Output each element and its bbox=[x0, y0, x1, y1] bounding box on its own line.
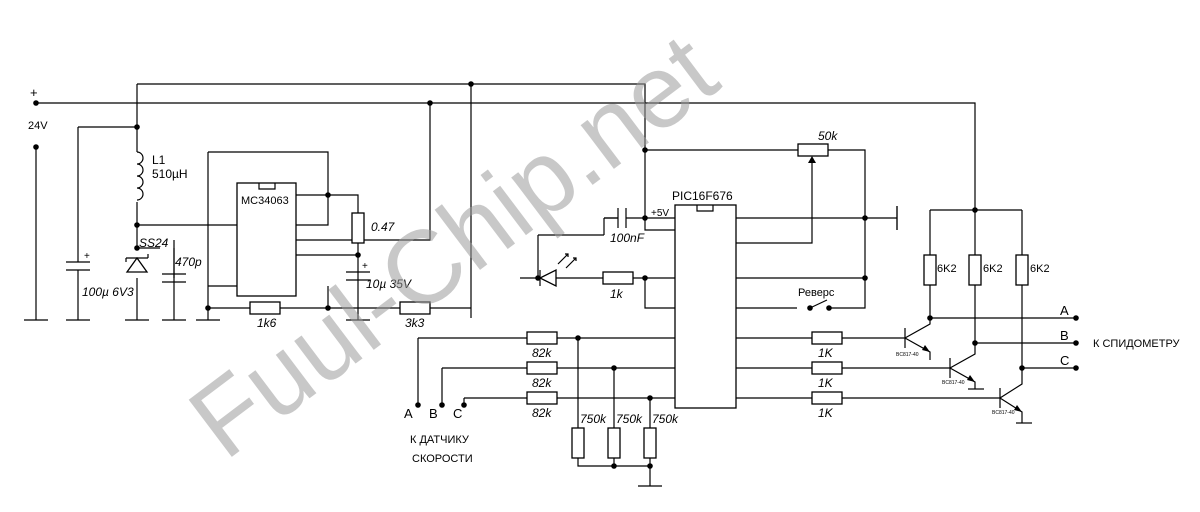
resistor-0-47 bbox=[351, 212, 365, 244]
input-caption-line2: СКОРОСТИ bbox=[412, 453, 473, 465]
r-pd-a-label: 750k bbox=[580, 412, 607, 426]
r-fb1-label: 1k6 bbox=[257, 316, 277, 330]
cap-in-plus: + bbox=[84, 251, 90, 262]
input-a-label: A bbox=[404, 406, 413, 421]
r-pd-b-label: 750k bbox=[616, 412, 643, 426]
transistor-c-label: BC817-40 bbox=[992, 410, 1015, 416]
regulator-name: MC34063 bbox=[241, 195, 289, 207]
resistor-3k3 bbox=[399, 301, 431, 315]
r-in-b-label: 82k bbox=[532, 376, 552, 390]
capacitor-470p bbox=[162, 273, 186, 283]
pulldown-resistors bbox=[571, 427, 657, 459]
input-b-label: B bbox=[429, 406, 438, 421]
r-fb2-label: 3k3 bbox=[405, 316, 425, 330]
input-resistors bbox=[526, 331, 558, 405]
led bbox=[538, 253, 577, 288]
r-pd-c-label: 750k bbox=[652, 412, 679, 426]
pullup-resistors bbox=[923, 254, 1029, 286]
cap-out-plus: + bbox=[362, 261, 368, 272]
reverse-switch bbox=[809, 299, 828, 309]
cap-in-label: 100µ 6V3 bbox=[82, 285, 134, 299]
inductor-value: 510µH bbox=[152, 167, 188, 181]
plus-sign: + bbox=[30, 85, 38, 100]
transistor-a-label: BC817-40 bbox=[896, 352, 919, 358]
potentiometer-50k bbox=[797, 143, 829, 163]
capacitor-100u bbox=[66, 261, 90, 320]
mcu-name: PIC16F676 bbox=[672, 189, 733, 203]
r-base-c-label: 1K bbox=[818, 406, 834, 420]
switch-label: Реверс bbox=[798, 287, 835, 299]
output-b-label: B bbox=[1060, 328, 1069, 343]
mc34063-ic bbox=[236, 182, 297, 297]
transistor-a bbox=[904, 318, 931, 360]
transistor-b-label: BC817-40 bbox=[942, 380, 965, 386]
inductor-l1 bbox=[136, 151, 144, 201]
ground-symbols bbox=[24, 206, 1032, 487]
junction-dots bbox=[33, 81, 1079, 469]
r-led-label: 1k bbox=[610, 287, 624, 301]
output-a-label: A bbox=[1060, 303, 1069, 318]
resistor-1k6 bbox=[249, 301, 281, 315]
diode-ss24 bbox=[125, 254, 149, 273]
r-sense-label: 0.47 bbox=[371, 220, 396, 234]
r-pullup-b-label: 6K2 bbox=[983, 263, 1003, 275]
input-caption-line1: К ДАТЧИКУ bbox=[410, 434, 470, 446]
mcu-vcc-label: +5V bbox=[651, 208, 669, 219]
pic16f676-ic bbox=[674, 204, 737, 409]
cap-pic-label: 100nF bbox=[610, 231, 645, 245]
input-c-label: C bbox=[453, 406, 462, 421]
output-caption: К СПИДОМЕТРУ bbox=[1093, 338, 1181, 350]
capacitor-100nf bbox=[604, 208, 632, 228]
base-resistors bbox=[811, 331, 843, 405]
transistor-c bbox=[999, 368, 1023, 423]
output-c-label: C bbox=[1060, 353, 1069, 368]
capacitor-10u bbox=[346, 271, 370, 281]
wires bbox=[35, 83, 1076, 486]
inductor-ref: L1 bbox=[152, 153, 166, 167]
r-pullup-c-label: 6K2 bbox=[1030, 263, 1050, 275]
r-base-b-label: 1K bbox=[818, 376, 834, 390]
resistor-1k bbox=[602, 271, 634, 285]
r-pullup-a-label: 6K2 bbox=[937, 263, 957, 275]
cap-timing-label: 470p bbox=[175, 255, 202, 269]
diode-ref: SS24 bbox=[139, 236, 169, 250]
r-in-a-label: 82k bbox=[532, 346, 552, 360]
transistor-b bbox=[949, 343, 976, 389]
r-in-c-label: 82k bbox=[532, 406, 552, 420]
cap-out-label: 10µ 35V bbox=[366, 277, 412, 291]
pot-label: 50k bbox=[818, 129, 838, 143]
r-base-a-label: 1K bbox=[818, 346, 834, 360]
supply-voltage-label: 24V bbox=[28, 120, 48, 132]
